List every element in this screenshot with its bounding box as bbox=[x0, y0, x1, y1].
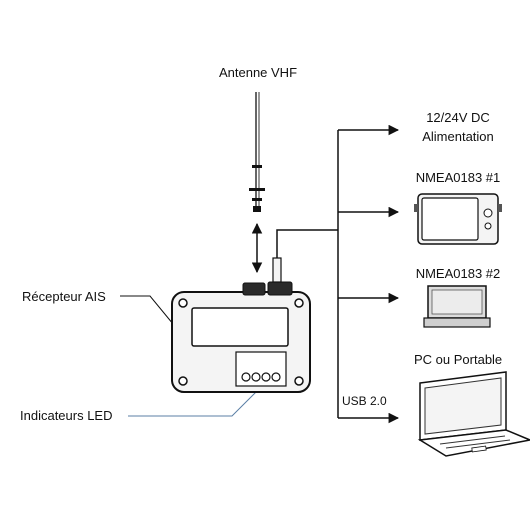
chartplotter-icon bbox=[414, 193, 502, 245]
nmea2-label: NMEA0183 #2 bbox=[416, 266, 501, 281]
receiver-leader-line bbox=[120, 295, 179, 331]
leds-label: Indicateurs LED bbox=[20, 408, 113, 423]
receiver-label: Récepteur AIS bbox=[22, 289, 106, 304]
antenna-label: Antenne VHF bbox=[219, 65, 297, 80]
antenna-icon bbox=[249, 92, 265, 212]
nmea1-label: NMEA0183 #1 bbox=[416, 170, 501, 185]
power-label-line1: 12/24V DC bbox=[426, 110, 490, 125]
receiver-to-bus-line bbox=[276, 229, 338, 258]
display-unit-icon bbox=[423, 285, 491, 328]
leds-leader-line bbox=[128, 385, 263, 417]
usb-label: USB 2.0 bbox=[342, 394, 387, 408]
pc-label: PC ou Portable bbox=[414, 352, 502, 367]
laptop-icon bbox=[417, 371, 530, 457]
power-label-line2: Alimentation bbox=[422, 129, 494, 144]
led-indicator-icon bbox=[235, 351, 287, 387]
